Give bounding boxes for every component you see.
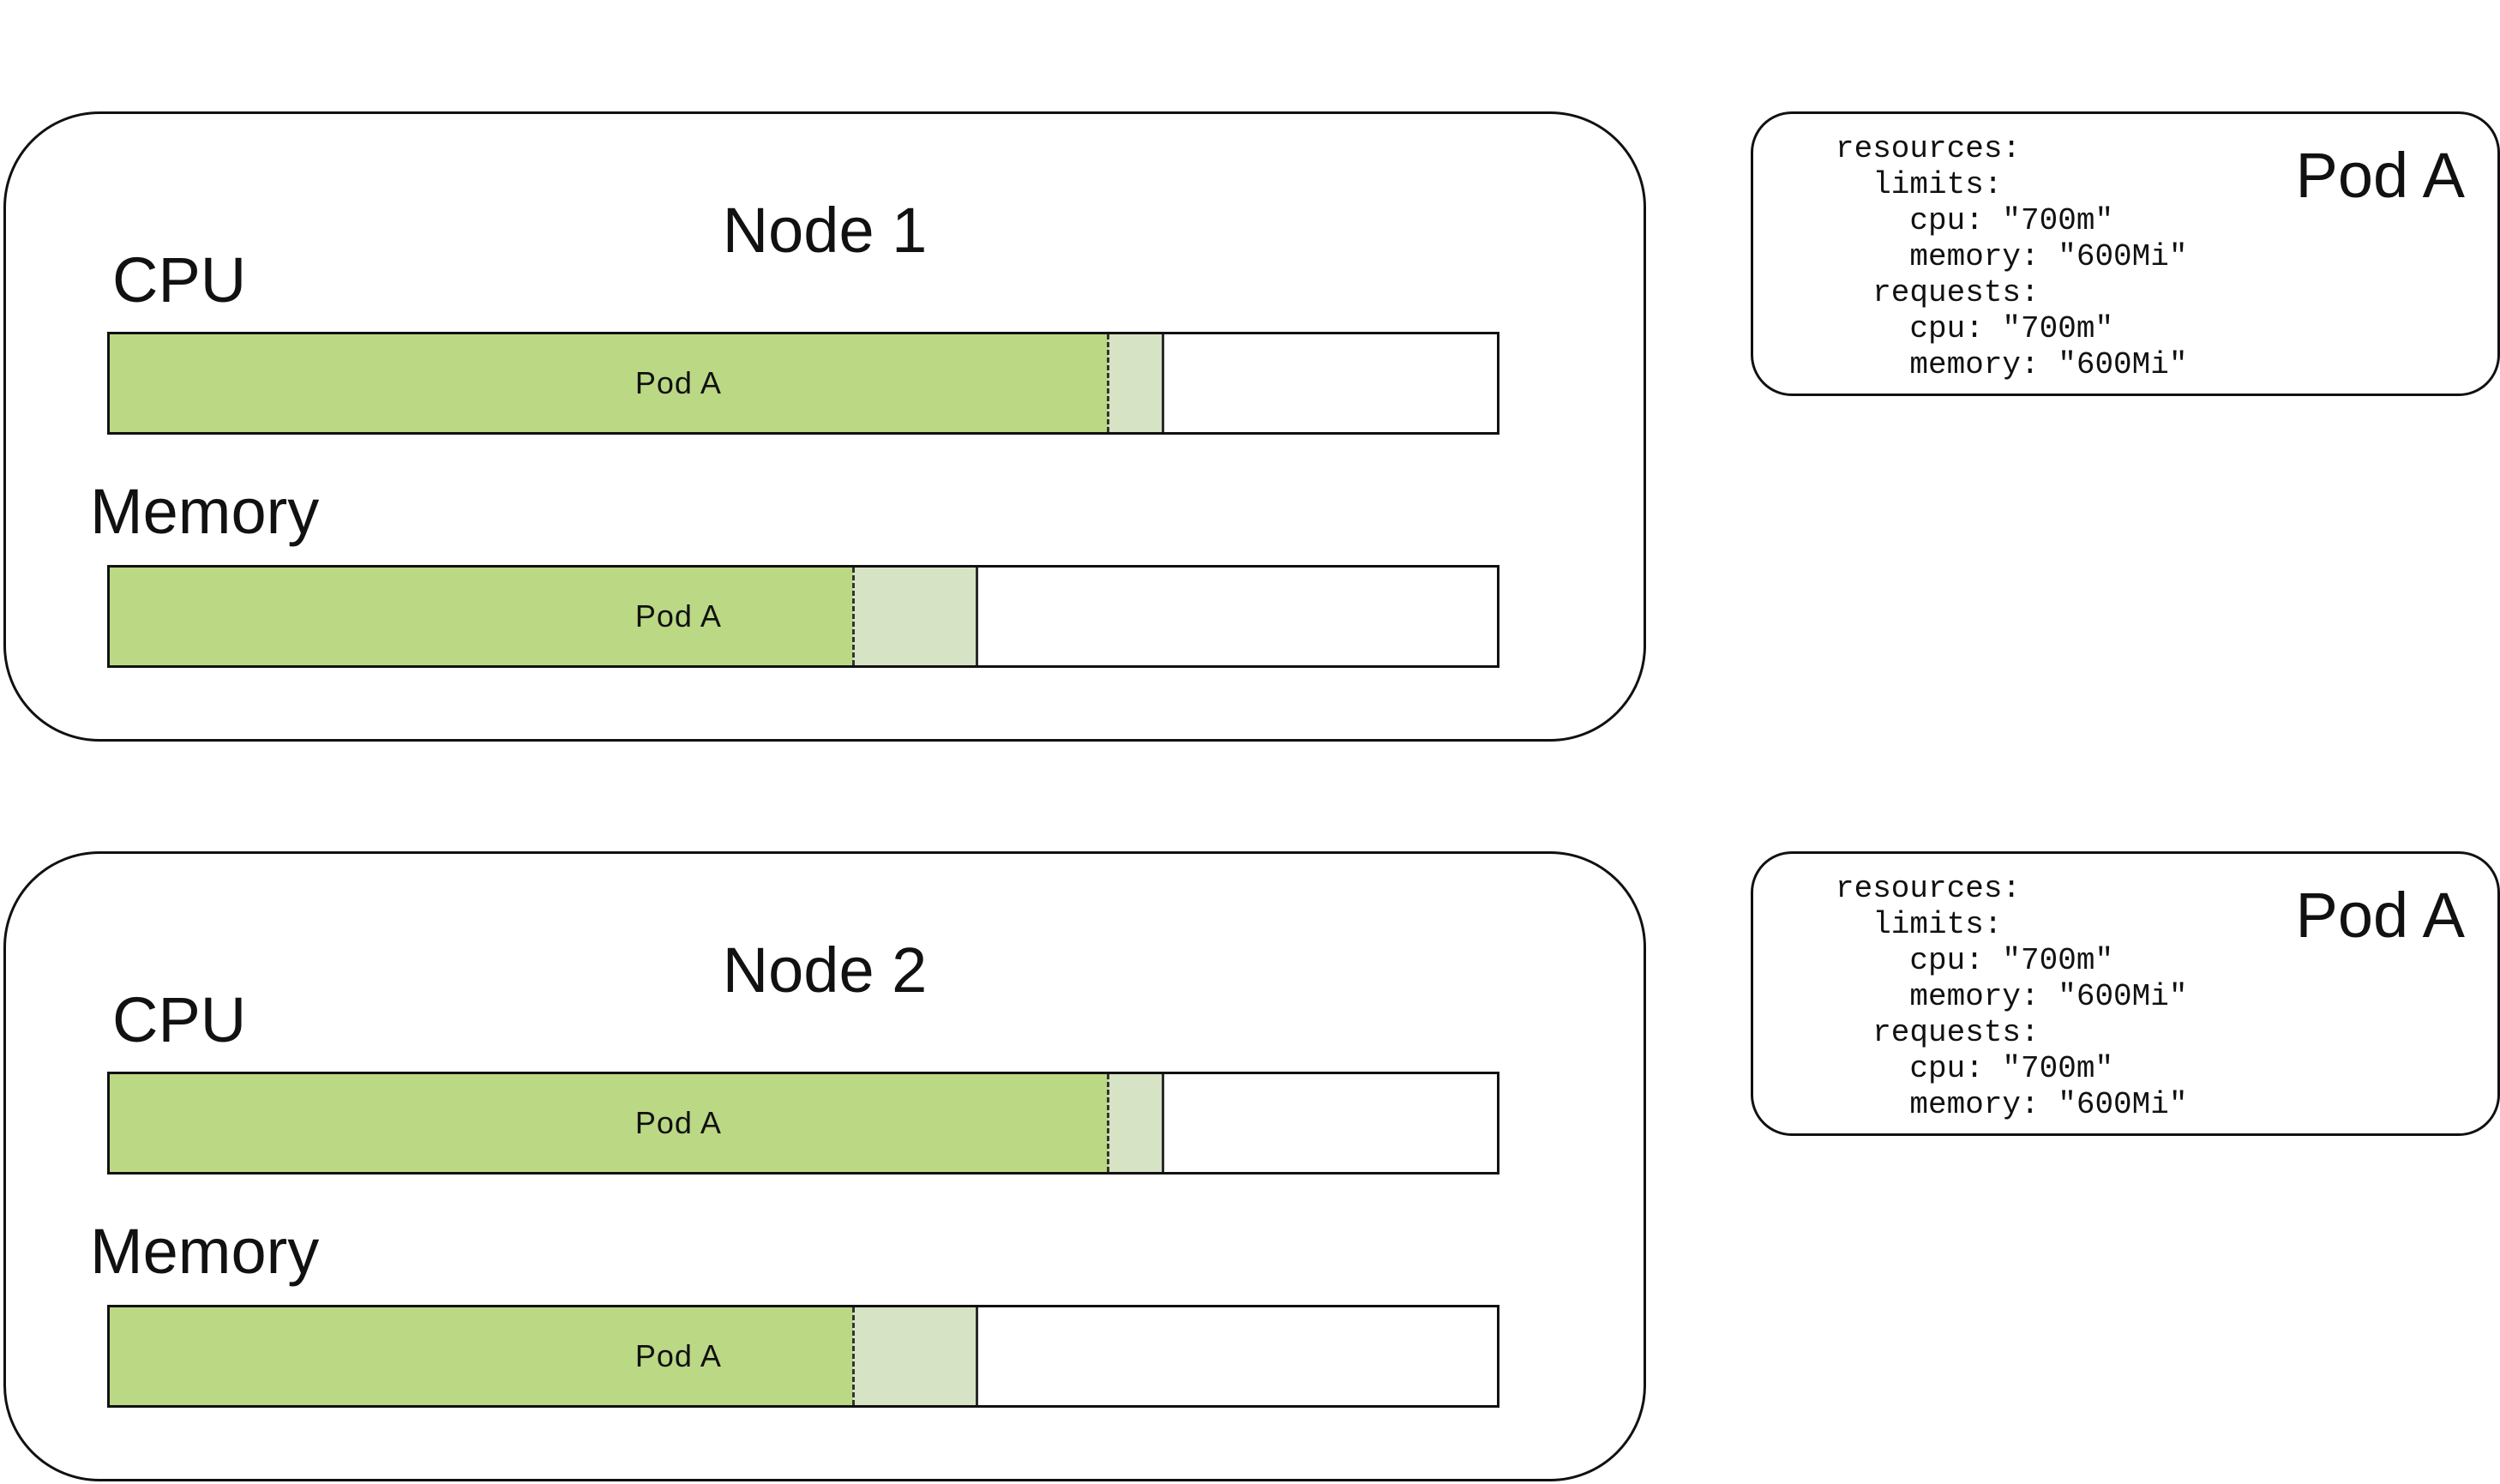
pod-a-limit-fill xyxy=(1108,334,1164,432)
pod-a-request-fill xyxy=(110,1307,854,1405)
node-title: Node 1 xyxy=(722,195,928,266)
pod-a-spec-card: resources: limits: cpu: "700m" memory: "… xyxy=(1751,111,2500,396)
cpu-bar: Pod A xyxy=(107,1072,1499,1175)
pod-a-limit-fill xyxy=(853,568,978,665)
pod-a-spec-title: Pod A xyxy=(2295,880,2465,951)
pod-a-limit-fill xyxy=(853,1307,978,1405)
pod-a-resources-yaml: resources: limits: cpu: "700m" memory: "… xyxy=(1836,871,2188,1122)
node-title: Node 2 xyxy=(722,934,928,1006)
pod-a-label: Pod A xyxy=(634,1105,722,1140)
memory-label: Memory xyxy=(90,476,320,547)
request-boundary-line xyxy=(1107,1074,1110,1172)
pod-a-label: Pod A xyxy=(634,365,722,400)
pod-a-limit-fill xyxy=(1108,1074,1164,1172)
request-boundary-line xyxy=(851,568,855,665)
node-1-box: Node 1 CPU Pod A Memory Pod A xyxy=(3,111,1646,742)
pod-a-label: Pod A xyxy=(634,1338,722,1373)
memory-bar: Pod A xyxy=(107,565,1499,668)
pod-a-resources-yaml: resources: limits: cpu: "700m" memory: "… xyxy=(1836,131,2188,382)
request-boundary-line xyxy=(851,1307,855,1405)
pod-a-label: Pod A xyxy=(634,598,722,634)
cpu-bar: Pod A xyxy=(107,332,1499,435)
cpu-label: CPU xyxy=(112,984,247,1055)
cpu-label: CPU xyxy=(112,244,247,315)
pod-a-request-fill xyxy=(110,334,1109,432)
pod-a-request-fill xyxy=(110,568,854,665)
memory-bar: Pod A xyxy=(107,1305,1499,1408)
pod-a-spec-card: resources: limits: cpu: "700m" memory: "… xyxy=(1751,851,2500,1136)
pod-a-request-fill xyxy=(110,1074,1109,1172)
node-2-box: Node 2 CPU Pod A Memory Pod A xyxy=(3,851,1646,1481)
request-boundary-line xyxy=(1107,334,1110,432)
memory-label: Memory xyxy=(90,1216,320,1287)
pod-a-spec-title: Pod A xyxy=(2295,140,2465,211)
